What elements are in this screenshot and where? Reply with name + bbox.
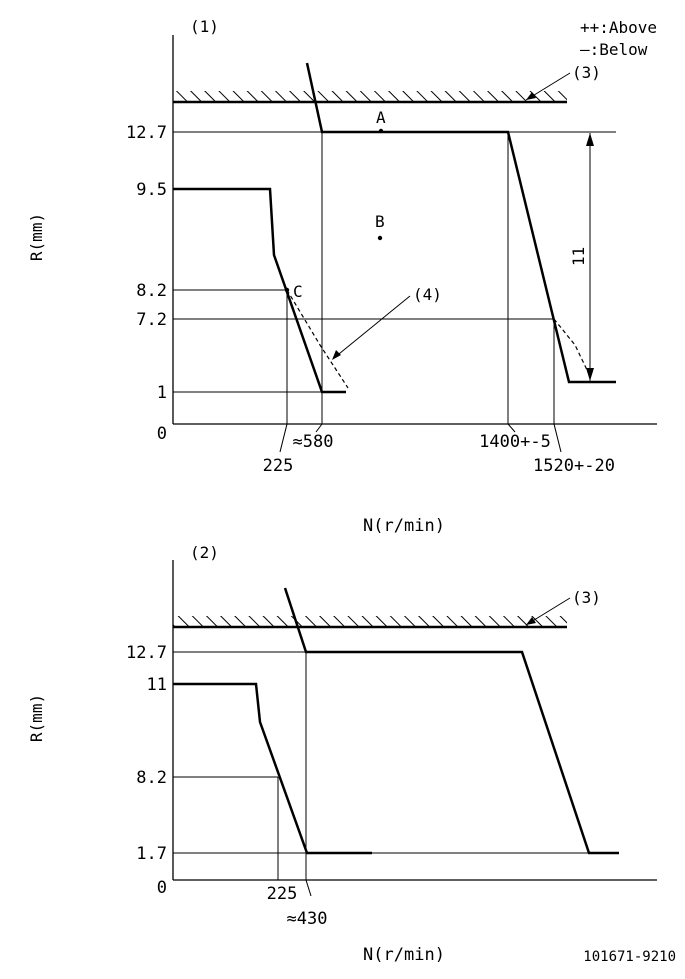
diagram-1-ytick-9-5: 9.5 bbox=[136, 180, 167, 200]
diagram-2-leader-430 bbox=[305, 879, 312, 897]
diagram-2-ytick-1-7: 1.7 bbox=[136, 844, 167, 864]
diagram-1-point-a-label: A bbox=[376, 108, 386, 127]
diagram-1-leader-1400 bbox=[507, 423, 516, 433]
diagram-2-label: (2) bbox=[190, 543, 219, 562]
diagram-1-stopper-hatch bbox=[173, 91, 567, 102]
diagram-1-leader-580 bbox=[315, 423, 323, 433]
drawing-number: 101671-9210 bbox=[583, 949, 676, 965]
diagram-1-full-load-curve bbox=[305, 62, 616, 384]
diagram-1: (1) A B C bbox=[27, 17, 657, 536]
diagram-2-idle-curve bbox=[173, 682, 372, 855]
diagram-1-leader-225 bbox=[279, 423, 288, 453]
diagram-1-ytick-7-2: 7.2 bbox=[136, 310, 167, 330]
diagram-2-full-load-curve bbox=[283, 587, 619, 855]
diagram-1-point-b bbox=[377, 235, 383, 241]
diagram-1-callout-3-arrow bbox=[526, 92, 536, 100]
diagram-2-xtick-225: 225 bbox=[267, 884, 298, 904]
diagram-1-ytick-0: 0 bbox=[157, 424, 167, 444]
diagram-1-x-axis-title: N(r/min) bbox=[363, 516, 445, 536]
diagram-2-ytick-8-2: 8.2 bbox=[136, 768, 167, 788]
diagram-1-xtick-1520: 1520+-20 bbox=[533, 456, 615, 476]
diagram-1-ytick-1: 1 bbox=[157, 383, 167, 403]
diagram-1-label: (1) bbox=[190, 17, 219, 36]
diagram-2-x-axis-title: N(r/min) bbox=[363, 945, 445, 965]
legend-above: ++:Above bbox=[580, 18, 657, 37]
diagram-1-leader-1520 bbox=[553, 423, 562, 453]
diagram-1-callout-3: (3) bbox=[572, 63, 601, 82]
diagram-1-point-c bbox=[284, 287, 290, 293]
diagram-1-callout-4-leader bbox=[333, 295, 411, 359]
diagram-1-point-a bbox=[378, 128, 384, 134]
diagram-1-idle-curve bbox=[173, 187, 346, 394]
diagram-2-stopper-hatch bbox=[173, 616, 567, 627]
diagram-1-dimension-label: 11 bbox=[569, 247, 588, 266]
diagram-2-ytick-11: 11 bbox=[147, 675, 167, 695]
diagram-1-y-axis-title: R(mm) bbox=[27, 213, 46, 261]
legend-below: —:Below bbox=[580, 40, 648, 59]
diagram-1-point-b-label: B bbox=[375, 212, 385, 231]
diagram-1-xtick-225: 225 bbox=[263, 456, 294, 476]
diagram-1-dimension-arrow-top bbox=[586, 133, 594, 146]
diagram-1-dimension-arrow-bottom bbox=[586, 368, 594, 381]
diagram-2-xtick-430: ≈430 bbox=[287, 909, 328, 929]
diagram-1-ytick-8-2: 8.2 bbox=[136, 281, 167, 301]
diagram-1-ytick-12-7: 12.7 bbox=[126, 123, 167, 143]
diagram-2: (2) (3) 12.7 11 8.2 1.7 0 225 ≈430 R(mm) bbox=[27, 543, 657, 965]
diagram-1-xtick-580: ≈580 bbox=[293, 432, 334, 452]
diagram-2-callout-3-arrow bbox=[526, 617, 536, 625]
diagram-1-point-c-label: C bbox=[293, 282, 303, 301]
diagram-2-callout-3: (3) bbox=[572, 588, 601, 607]
diagram-1-callout-4-arrow bbox=[332, 350, 341, 360]
diagram-1-callout-4: (4) bbox=[413, 285, 442, 304]
diagram-2-ytick-0: 0 bbox=[157, 878, 167, 898]
diagram-1-xtick-1400: 1400+-5 bbox=[479, 432, 551, 452]
diagram-2-ytick-12-7: 12.7 bbox=[126, 643, 167, 663]
diagram-1-dashed-idle bbox=[286, 289, 349, 389]
diagram-2-y-axis-title: R(mm) bbox=[27, 694, 46, 742]
